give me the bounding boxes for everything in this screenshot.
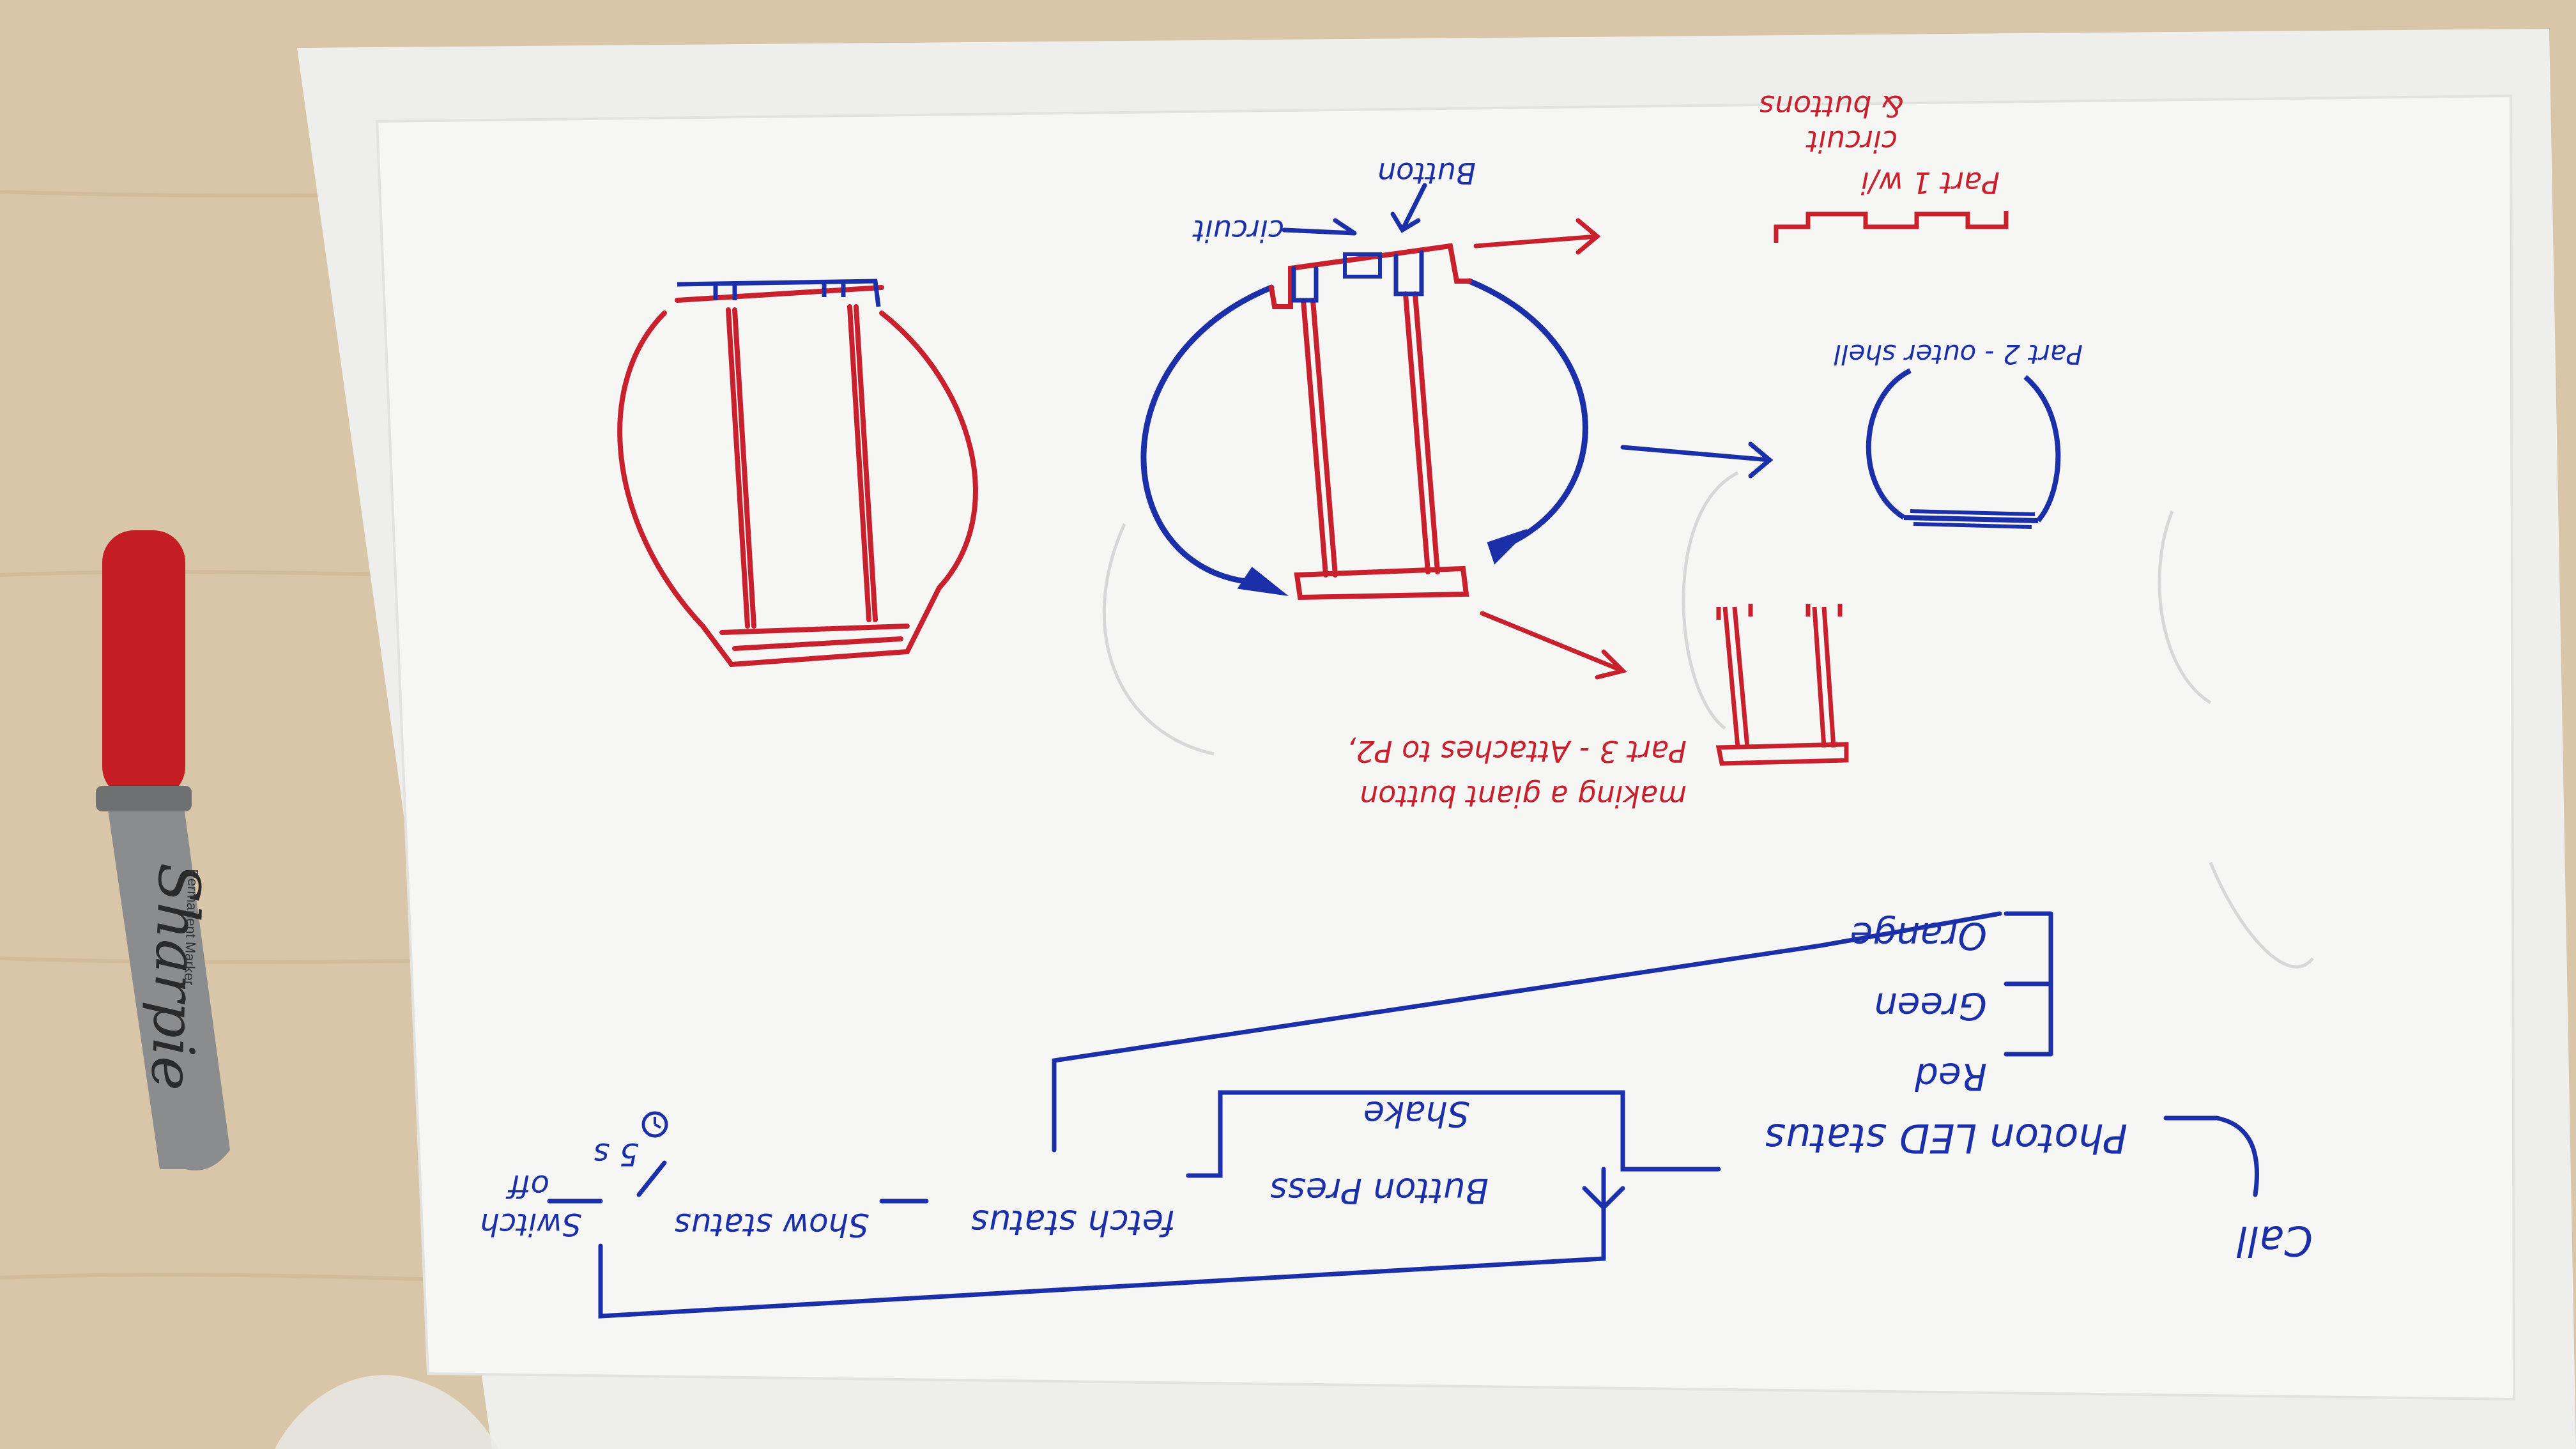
flow-timer: 5 s xyxy=(594,1136,639,1172)
flow-color-red: Red xyxy=(1914,1055,1987,1098)
arrows-blue xyxy=(1282,183,1774,479)
flow-call: Call xyxy=(2236,1216,2313,1264)
plastic-wrap xyxy=(275,1375,498,1449)
flow-photon-led-status: Photon LED status xyxy=(1765,1115,2128,1162)
marker-cap xyxy=(102,530,185,799)
flow-switch: Switch xyxy=(480,1206,581,1242)
flow-color-green: Green xyxy=(1874,985,1987,1028)
part3-stand xyxy=(1715,604,1849,766)
sharpie-marker: Sharpie Permanent Marker xyxy=(96,530,230,1170)
part1-drawing xyxy=(1774,211,2009,243)
red-lamp-top xyxy=(677,279,881,307)
drawing-blue-lamp xyxy=(1140,243,1588,601)
flow-button-press: Button Press xyxy=(1270,1170,1489,1211)
flow-show-status: Show status xyxy=(675,1206,869,1243)
flow-lines xyxy=(547,911,2259,1319)
flow-labels: Call Photon LED status Red Green Orange … xyxy=(480,914,2313,1264)
label-part1-line2: circuit xyxy=(1805,124,1897,158)
label-button: Button xyxy=(1377,156,1476,190)
label-part3-line2: making a giant button xyxy=(1360,779,1687,813)
label-part1-line3: & buttons xyxy=(1759,89,1904,123)
flow-off: off xyxy=(505,1168,549,1204)
drawing-red-lamp xyxy=(617,285,978,668)
part2-dome xyxy=(1866,368,2061,529)
label-part3-line1: Part 3 - Attaches to P2, xyxy=(1347,734,1687,769)
paper-sheet-front xyxy=(375,94,2516,1401)
flow-fetch-status: fetch status xyxy=(971,1202,1176,1243)
clock-icon xyxy=(641,1111,668,1138)
sketch-labels: Button circuit Part 1 w/i circuit & butt… xyxy=(1192,89,2083,813)
arrows-red xyxy=(1473,218,1627,680)
flow-color-orange: Orange xyxy=(1850,914,1987,958)
marker-brand-text: Sharpie xyxy=(138,862,213,1091)
label-circuit: circuit xyxy=(1192,213,1284,248)
flow-shake: Shake xyxy=(1363,1094,1469,1134)
label-part1-line1: Part 1 w/i xyxy=(1860,165,2000,200)
faint-underlay xyxy=(1102,471,2314,969)
label-part2: Part 2 - outer shell xyxy=(1834,339,2083,370)
